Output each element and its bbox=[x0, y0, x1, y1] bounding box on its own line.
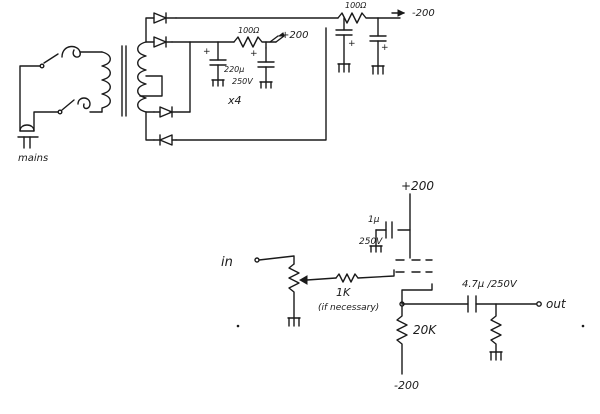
transformer-core bbox=[121, 45, 127, 117]
source-resistor-label: 20K bbox=[413, 323, 437, 337]
supply-minus200-label: -200 bbox=[394, 379, 419, 392]
diode-top bbox=[153, 12, 177, 24]
source-resistor-20k bbox=[396, 305, 408, 375]
resistor-label-top: 100Ω bbox=[345, 1, 367, 10]
diode-lower-middle bbox=[153, 106, 173, 118]
source-node-wiring bbox=[399, 283, 469, 307]
filter-capacitor-left: + bbox=[203, 41, 227, 87]
mains-plug-symbol bbox=[17, 124, 39, 149]
decoupling-capacitor-voltage: 250V bbox=[359, 237, 383, 247]
output-terminal[interactable] bbox=[536, 301, 542, 307]
input-wire bbox=[258, 255, 295, 265]
mains-wiring bbox=[19, 45, 103, 132]
capacitor-plus-sign: + bbox=[203, 47, 211, 57]
negative-rail-capacitor-left: + bbox=[335, 29, 356, 73]
transformer-secondary-coil bbox=[137, 41, 147, 113]
transformer-primary-coil bbox=[101, 51, 111, 113]
coupling-capacitor-label: 4.7µ /250V bbox=[462, 279, 518, 290]
stray-pencil-marks bbox=[236, 324, 585, 328]
capacitor-plus-sign: + bbox=[381, 43, 389, 53]
series-resistor-1k bbox=[306, 269, 395, 283]
output-load-resistor bbox=[489, 303, 503, 361]
resistor-plus200 bbox=[233, 32, 285, 49]
power-supply-circuit: mains bbox=[17, 1, 435, 164]
output-label: out bbox=[546, 297, 567, 311]
plus200-output-label: +200 bbox=[281, 30, 308, 41]
mains-label: mains bbox=[18, 153, 48, 164]
coupling-capacitor bbox=[467, 295, 537, 313]
amplifier-circuit: +200 1µ 250V in bbox=[221, 179, 567, 392]
resistor-minus200 bbox=[337, 9, 406, 37]
capacitor-multiplier-label: x4 bbox=[227, 94, 242, 107]
series-resistor-note: (if necessary) bbox=[318, 303, 379, 313]
device-dashed-outline bbox=[395, 259, 433, 273]
decoupling-capacitor-value: 1µ bbox=[368, 215, 380, 225]
supply-plus200-label: +200 bbox=[401, 179, 434, 193]
volume-potentiometer bbox=[287, 263, 308, 327]
filter-capacitor-voltage: 250V bbox=[232, 77, 253, 86]
capacitor-plus-sign: + bbox=[348, 39, 356, 49]
diode-upper-middle bbox=[153, 36, 173, 48]
capacitor-plus-sign: + bbox=[250, 49, 258, 59]
resistor-label-mid: 100Ω bbox=[238, 26, 260, 35]
rectifier-wiring bbox=[139, 17, 339, 141]
negative-rail-capacitor-right: + bbox=[369, 35, 389, 75]
diode-bottom bbox=[153, 134, 177, 146]
decoupling-capacitor bbox=[369, 221, 411, 253]
series-resistor-label: 1K bbox=[336, 286, 351, 299]
filter-capacitor-value: 220µ bbox=[224, 65, 244, 74]
filter-capacitor-right: + bbox=[250, 47, 275, 89]
input-label: in bbox=[221, 255, 233, 270]
minus200-output-label: -200 bbox=[412, 8, 435, 19]
